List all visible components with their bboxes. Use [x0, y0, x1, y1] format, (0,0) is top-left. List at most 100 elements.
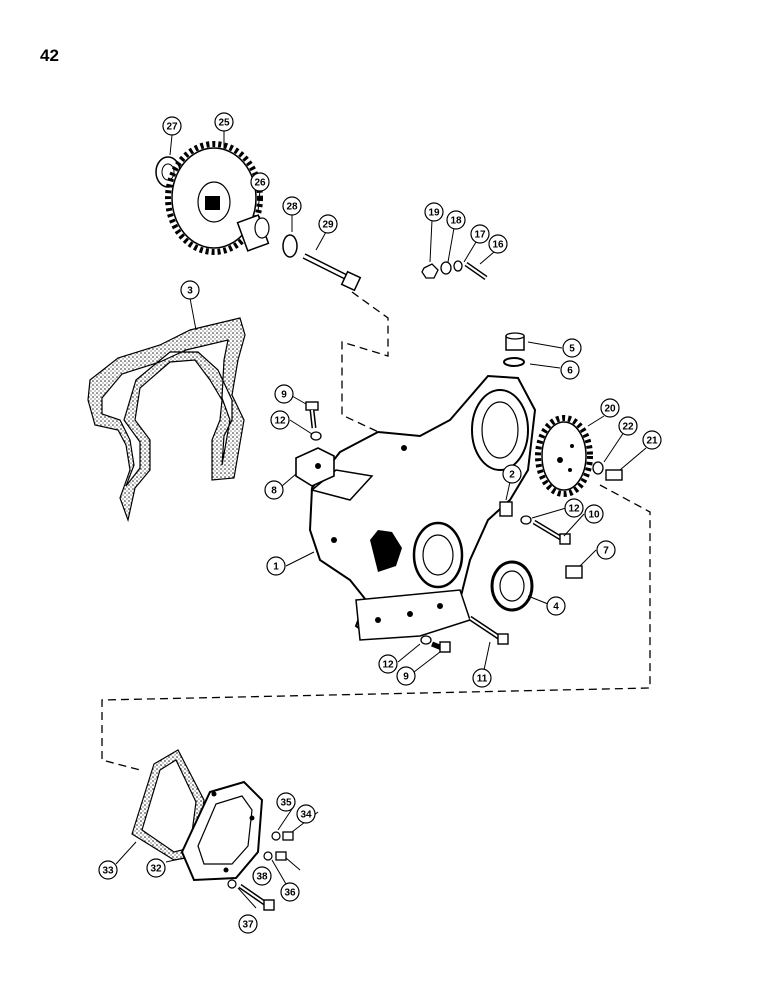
svg-text:25: 25: [218, 118, 230, 129]
thrust-washer: [155, 156, 181, 188]
svg-text:1: 1: [273, 562, 279, 573]
svg-text:12: 12: [274, 416, 286, 427]
svg-text:8: 8: [271, 486, 277, 497]
callout-28: 28: [282, 196, 302, 216]
idler-shaft-bolt: [302, 253, 362, 292]
callout-4: 4: [546, 596, 566, 616]
callout-1: 1: [266, 556, 286, 576]
callout-35: 35: [276, 792, 296, 812]
lock-washer-right: [520, 515, 532, 525]
svg-text:7: 7: [603, 546, 609, 557]
svg-text:29: 29: [322, 220, 334, 231]
callout-32: 32: [146, 858, 166, 878]
gear-washer: [592, 461, 604, 475]
callout-34: 34: [296, 804, 316, 824]
callout-10: 10: [584, 504, 604, 524]
filler-plug: [505, 332, 525, 351]
svg-text:21: 21: [646, 436, 658, 447]
svg-text:9: 9: [403, 672, 409, 683]
svg-text:33: 33: [102, 866, 114, 877]
callout-25: 25: [214, 112, 234, 132]
mounting-bracket: [295, 447, 335, 487]
callout-19: 19: [424, 202, 444, 222]
callout-labels: 1 2 3 4 5 6 7 8 9 9 10 11 12 12 12 16 17…: [98, 112, 662, 934]
svg-text:28: 28: [286, 202, 298, 213]
housing-bolt-bottom-short: [431, 641, 451, 653]
shaft-washer: [282, 234, 298, 258]
svg-text:6: 6: [567, 366, 573, 377]
svg-text:3: 3: [187, 286, 193, 297]
callout-9-top: 9: [274, 384, 294, 404]
callout-20: 20: [600, 398, 620, 418]
callout-17: 17: [470, 224, 490, 244]
timing-cover-gasket: [87, 317, 246, 523]
callout-3: 3: [180, 280, 200, 300]
svg-text:35: 35: [280, 798, 292, 809]
callout-36: 36: [280, 882, 300, 902]
svg-text:18: 18: [450, 216, 462, 227]
svg-text:17: 17: [474, 230, 486, 241]
svg-text:27: 27: [166, 122, 178, 133]
svg-text:5: 5: [569, 344, 575, 355]
svg-text:11: 11: [477, 674, 488, 685]
nut-washer-stud-set: [421, 260, 488, 281]
timing-gear-housing: [308, 374, 537, 641]
callout-16: 16: [488, 234, 508, 254]
page-number: 42: [40, 46, 59, 65]
gear-bolt: [605, 469, 623, 481]
svg-text:10: 10: [588, 510, 600, 521]
svg-text:34: 34: [300, 810, 312, 821]
lock-washer-bottom: [420, 635, 432, 645]
callout-2: 2: [502, 464, 522, 484]
callout-6: 6: [560, 360, 580, 380]
dowel-pin-lower: [565, 565, 583, 579]
svg-text:20: 20: [604, 404, 616, 415]
svg-text:37: 37: [242, 920, 254, 931]
callout-37: 37: [238, 914, 258, 934]
callout-33: 33: [98, 860, 118, 880]
callout-29: 29: [318, 214, 338, 234]
svg-text:38: 38: [256, 872, 268, 883]
housing-bolt-right: [532, 519, 571, 545]
callout-38: 38: [252, 866, 272, 886]
svg-text:9: 9: [281, 390, 287, 401]
svg-text:2: 2: [509, 470, 515, 481]
svg-text:12: 12: [568, 504, 580, 515]
lock-washer-top: [310, 431, 322, 441]
callout-27: 27: [162, 116, 182, 136]
svg-text:19: 19: [428, 208, 440, 219]
callout-18: 18: [446, 210, 466, 230]
callout-22: 22: [618, 416, 638, 436]
callout-5: 5: [562, 338, 582, 358]
svg-text:16: 16: [492, 240, 504, 251]
svg-text:12: 12: [382, 660, 394, 671]
dashed-line-idler-shaft: [341, 291, 461, 471]
callout-21: 21: [642, 430, 662, 450]
svg-text:22: 22: [622, 422, 634, 433]
svg-text:36: 36: [284, 888, 296, 899]
callout-26: 26: [250, 172, 270, 192]
idler-gear: [165, 141, 263, 255]
svg-text:26: 26: [254, 178, 266, 189]
callout-12-top: 12: [270, 410, 290, 430]
housing-bolt-bottom-long: [468, 615, 509, 645]
dashed-line-cover-gasket: [101, 484, 651, 771]
callout-12-right: 12: [564, 498, 584, 518]
svg-text:4: 4: [553, 602, 559, 613]
assembly-leader-lines: [101, 291, 651, 771]
callout-12-bottom: 12: [378, 654, 398, 674]
cover-fasteners: [227, 831, 294, 911]
svg-text:32: 32: [150, 864, 162, 875]
callout-11: 11: [472, 668, 492, 688]
callout-9-bottom: 9: [396, 666, 416, 686]
dowel-pin: [499, 501, 513, 517]
accessory-gear: [535, 415, 593, 497]
cover-plate: [180, 780, 264, 882]
oil-seal: [490, 560, 534, 612]
callout-8: 8: [264, 480, 284, 500]
callout-7: 7: [596, 540, 616, 560]
idler-bushing: [236, 214, 270, 252]
o-ring: [503, 357, 525, 367]
bracket-bolt: [305, 401, 319, 429]
